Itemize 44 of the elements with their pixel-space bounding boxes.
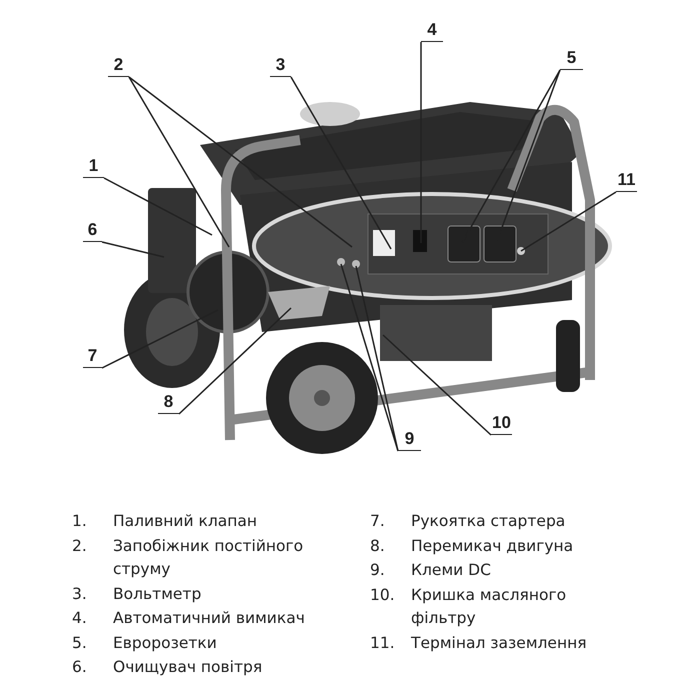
part-name: Термінал заземлення [411,632,588,654]
callout-number: 6 [88,219,98,241]
item-number: 8. [370,536,386,556]
leader-line [290,76,392,250]
item-number: 2. [72,536,88,556]
part-name: Клеми DC [411,560,492,581]
callout-number: 9 [404,428,414,450]
item-number: 10. [370,584,396,606]
callout-number: 8 [164,391,174,413]
callout-number: 1 [88,155,98,177]
callout-number: 2 [114,54,124,76]
item-number: 7. [370,511,386,532]
leader-line [340,264,399,452]
item-number: 6. [72,657,88,678]
leader-line [420,42,422,243]
item-number: 4. [72,608,88,629]
callout-number: 11 [618,169,636,191]
item-number: 9. [370,560,386,581]
part-name: Рукоятка стартера [411,511,566,532]
leader-line [104,177,212,236]
item-number: 11. [370,632,396,654]
callout-number: 5 [566,47,576,69]
part-name: Перемикач двигуна [411,536,574,556]
leader-line [128,76,352,248]
callout-number: 10 [492,412,511,434]
part-name: Очищувач повітря [113,657,264,678]
leader-line [102,241,164,258]
part-name: Паливний клапан [113,511,258,532]
leader-line [382,334,492,436]
leader-line [128,76,230,248]
callout-number: 3 [276,54,286,76]
item-number: 3. [72,584,88,604]
callout-number: 7 [88,345,98,367]
leader-line [520,191,616,252]
callout-number: 4 [427,19,437,41]
part-name: Вольтметр [113,584,202,604]
part-name: Кришка масляного фільтру [411,584,568,629]
item-number: 5. [72,632,88,654]
part-name: Автоматичний вимикач [113,608,306,629]
leader-line [178,307,292,415]
leader-line [355,266,399,452]
item-number: 1. [72,511,88,532]
part-name: Запобіжник постійного струму [113,536,304,580]
part-name: Евророзетки [113,632,218,654]
